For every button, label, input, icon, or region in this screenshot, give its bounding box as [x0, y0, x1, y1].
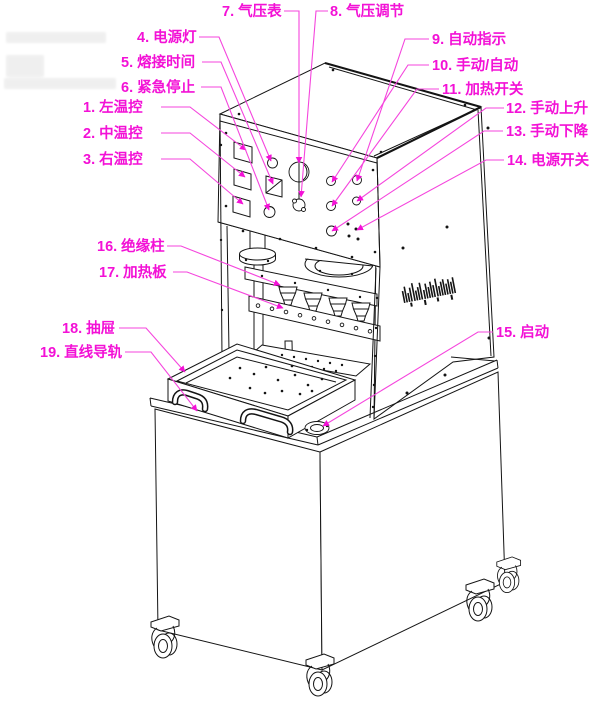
right-temp-controller [232, 195, 251, 218]
emergency-stop-button [263, 206, 276, 218]
callout-manual-down: 13. 手动下降 [331, 122, 589, 232]
manual-up-button [352, 196, 361, 206]
caster-center [305, 653, 335, 697]
callout-label: 19. 直线导轨 [40, 343, 123, 361]
callout-label: 8. 气压调节 [330, 2, 404, 20]
callout-label: 4. 电源灯 [137, 28, 197, 46]
upper-mount-bar [244, 266, 378, 307]
column-flange [239, 247, 276, 261]
callout-auto-indicator: 9. 自动指示 [355, 30, 506, 182]
drawer [166, 343, 357, 439]
faint-watermark [4, 32, 116, 89]
insulation-columns [278, 286, 371, 322]
callout-label: 14. 电源开关 [507, 151, 590, 169]
start-button [304, 421, 330, 435]
frame-edges [219, 68, 491, 420]
power-switch [346, 222, 350, 226]
callout-weld-timer: 5. 熔接时间 [121, 53, 274, 185]
callout-label: 6. 紧急停止 [121, 78, 196, 96]
callout-label: 13. 手动下降 [506, 122, 589, 140]
right-side-panel [373, 106, 495, 420]
callout-linear-guide: 19. 直线导轨 [40, 343, 198, 412]
callout-label: 17. 加热板 [99, 263, 167, 281]
caster-wheels [150, 556, 522, 697]
callout-manual-up: 12. 手动上升 [356, 99, 589, 202]
linear-guide-rail [171, 389, 294, 436]
callout-right-temp-controller: 3. 右温控 [83, 150, 244, 205]
callout-power-light: 4. 电源灯 [137, 28, 272, 162]
callout-insulation-column: 16. 绝缘柱 [97, 237, 281, 286]
caster-left [150, 615, 180, 659]
callout-label: 5. 熔接时间 [121, 53, 195, 71]
manual-down-button [326, 225, 337, 237]
weld-timer [265, 175, 283, 198]
callout-drawer: 18. 抽屉 [62, 319, 186, 373]
callout-label: 11. 加热开关 [442, 80, 524, 98]
pressure-gauge [288, 161, 310, 183]
callouts: 1. 左温控 2. 中温控 3. 右温控 4. 电源灯 5. 熔接时间 6. 紧… [40, 2, 590, 427]
base-cabinet [154, 371, 506, 671]
callout-left-temp-controller: 1. 左温控 [83, 98, 247, 151]
callout-label: 2. 中温控 [83, 124, 143, 142]
callout-power-switch: 14. 电源开关 [356, 151, 590, 231]
caster-right [465, 578, 495, 622]
callout-label: 16. 绝缘柱 [97, 237, 165, 255]
caster-rear-right [496, 556, 522, 594]
callout-start: 15. 启动 [322, 323, 549, 427]
callout-manual-auto-switch: 10. 手动/自动 [331, 56, 518, 183]
callout-middle-temp-controller: 2. 中温控 [83, 124, 246, 178]
callout-pressure-regulator: 8. 气压调节 [298, 2, 404, 198]
callout-label: 10. 手动/自动 [432, 56, 518, 74]
callout-emergency-stop: 6. 紧急停止 [121, 78, 270, 211]
callout-label: 15. 启动 [496, 323, 549, 341]
callout-label: 3. 右温控 [83, 150, 143, 168]
logo-marking [401, 277, 457, 307]
callout-label: 18. 抽屉 [62, 319, 115, 337]
callout-pressure-gauge: 7. 气压表 [222, 2, 303, 164]
callout-heating-plate: 17. 加热板 [99, 263, 284, 309]
pressure-regulator-knob [292, 198, 306, 212]
callout-label: 1. 左温控 [83, 98, 143, 116]
callout-label: 7. 气压表 [222, 2, 282, 20]
callout-heating-switch: 11. 加热开关 [331, 80, 524, 207]
drawer-floor-holes [228, 364, 324, 396]
callout-label: 9. 自动指示 [432, 30, 506, 48]
callout-label: 12. 手动上升 [506, 99, 589, 117]
power-light [267, 157, 278, 169]
